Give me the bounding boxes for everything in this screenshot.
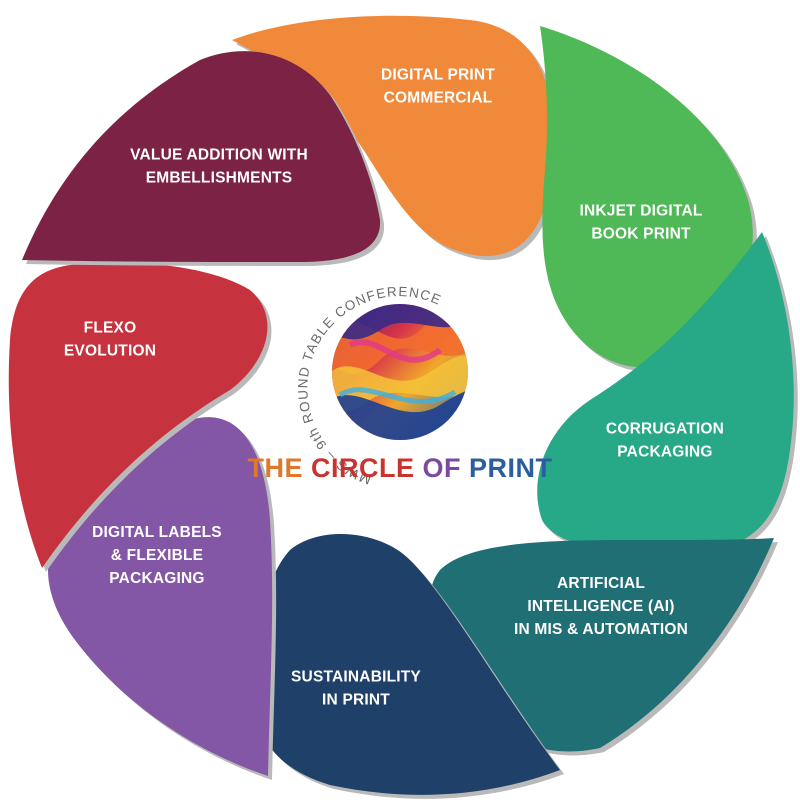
segment-label-line: BOOK PRINT (591, 226, 691, 243)
segment-label-line: IN PRINT (322, 692, 390, 709)
segment-petal (540, 26, 753, 368)
segment-label-line: PACKAGING (617, 444, 712, 461)
segment-label: SUSTAINABILITY IN PRINT (291, 669, 421, 709)
segment-label: FLEXO EVOLUTION (64, 320, 156, 360)
segment-label: VALUE ADDITION WITH EMBELLISHMENTS (130, 147, 308, 187)
segment-label-line: INKJET DIGITAL (579, 203, 702, 220)
segment-label: DIGITAL LABELS & FLEXIBLE PACKAGING (92, 524, 222, 587)
center-logo: MWS – 9th ROUND TABLE CONFERENCE THE CIR… (247, 284, 552, 487)
segment-label-line: DIGITAL LABELS (92, 524, 222, 541)
segment-label-line: EMBELLISHMENTS (146, 170, 293, 187)
segment-label-line: CORRUGATION (606, 421, 724, 438)
title-word: OF (423, 453, 470, 483)
segment-label-line: & FLEXIBLE (111, 547, 203, 564)
segment-label: ARTIFICIAL INTELLIGENCE (AI) IN MIS & AUTO… (514, 575, 688, 638)
segment-petal (232, 15, 554, 257)
segment-petal (429, 538, 774, 752)
segment-label-line: ARTIFICIAL (557, 575, 645, 592)
segment-label-line: SUSTAINABILITY (291, 669, 421, 686)
segment-label: INKJET DIGITAL BOOK PRINT (579, 203, 702, 243)
segment-petal (537, 232, 794, 552)
segment-labels: DIGITAL PRINT COMMERCIAL INKJET DIGITAL BOO… (64, 67, 724, 709)
segment-label-line: VALUE ADDITION WITH (130, 147, 308, 164)
segment-label-line: COMMERCIAL (384, 90, 493, 107)
segment-petal (8, 262, 268, 568)
segment-label-line: INTELLIGENCE (AI) (527, 598, 674, 615)
segment-petals (8, 15, 798, 799)
circle-of-print-title: THE CIRCLE OF PRINT (247, 453, 552, 483)
title-word: CIRCLE (311, 453, 423, 483)
segment-petal (48, 417, 273, 776)
segment-petal (22, 51, 381, 263)
segment-label: CORRUGATION PACKAGING (606, 421, 724, 461)
title-word: THE (247, 453, 311, 483)
segment-label-line: FLEXO (84, 320, 137, 337)
segment-label-line: DIGITAL PRINT (381, 67, 495, 84)
segment-label: DIGITAL PRINT COMMERCIAL (381, 67, 495, 107)
segment-label-line: EVOLUTION (64, 343, 156, 360)
segment-label-line: PACKAGING (109, 570, 204, 587)
segment-label-line: IN MIS & AUTOMATION (514, 621, 688, 638)
title-word: PRINT (469, 453, 553, 483)
segment-petal (255, 533, 561, 795)
